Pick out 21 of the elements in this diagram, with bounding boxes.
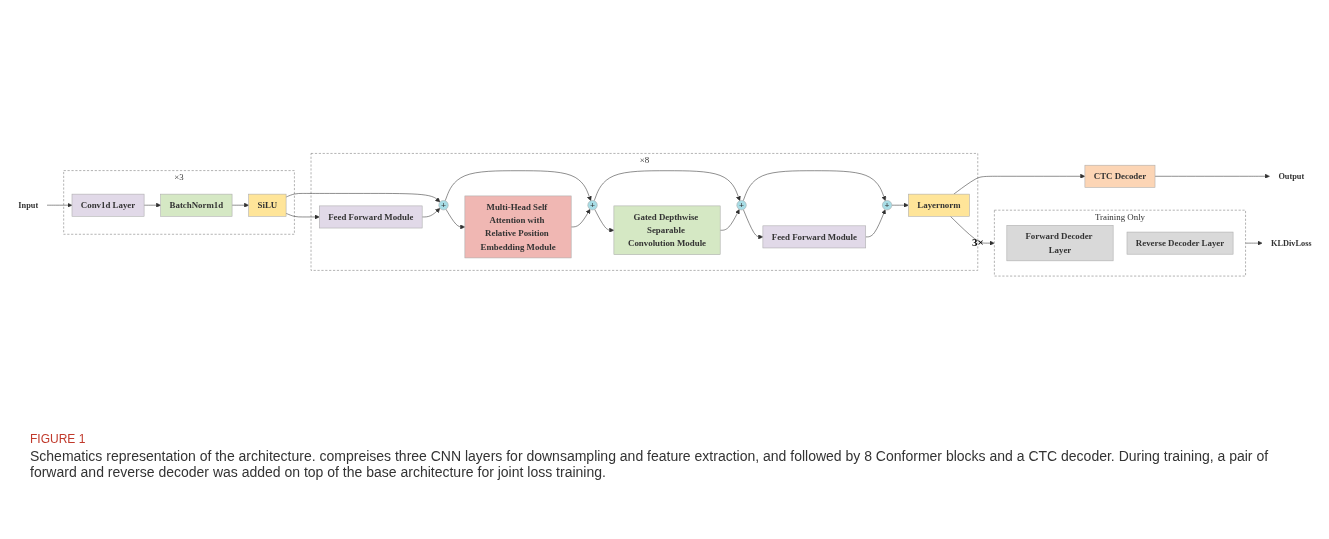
node-text: Input bbox=[17, 200, 38, 210]
node-circle: + bbox=[736, 200, 747, 211]
figure-number: FIGURE 1 bbox=[30, 432, 87, 446]
node-box: Feed Forward Module bbox=[318, 205, 422, 229]
node-circle: + bbox=[881, 200, 892, 211]
node-box: Reverse Decoder Layer bbox=[1126, 232, 1233, 255]
node-box: Multi-Head Self Attention with Relative Position Embedding Module bbox=[464, 195, 571, 259]
node-box: Conv1d Layer bbox=[71, 194, 144, 217]
node-box: Feed Forward Module bbox=[762, 225, 866, 249]
node-text: Output bbox=[1277, 171, 1304, 181]
repeat-count: 3× bbox=[971, 236, 984, 249]
node-box: Forward Decoder Layer bbox=[1006, 225, 1113, 262]
node-circle: + bbox=[587, 200, 598, 211]
node-circle: + bbox=[438, 200, 449, 211]
node-text: KLDivLoss bbox=[1270, 238, 1312, 248]
figure-caption: Schematics representation of the architecture. compreises three CNN layers for downsampling and feature extraction, and followed by 8 Conformer blocks and a CTC decoder. During training, a pair of forward and reverse decoder was added on top of the base architecture for joint loss training. bbox=[30, 448, 1270, 480]
node-box: Gated Depthwise Separable Convolution Module bbox=[613, 205, 720, 256]
node-box: CTC Decoder bbox=[1084, 165, 1155, 188]
node-box: Layernorm bbox=[907, 194, 970, 217]
node-box: SiLU bbox=[247, 194, 286, 217]
node-box: BatchNorm1d bbox=[159, 194, 232, 217]
